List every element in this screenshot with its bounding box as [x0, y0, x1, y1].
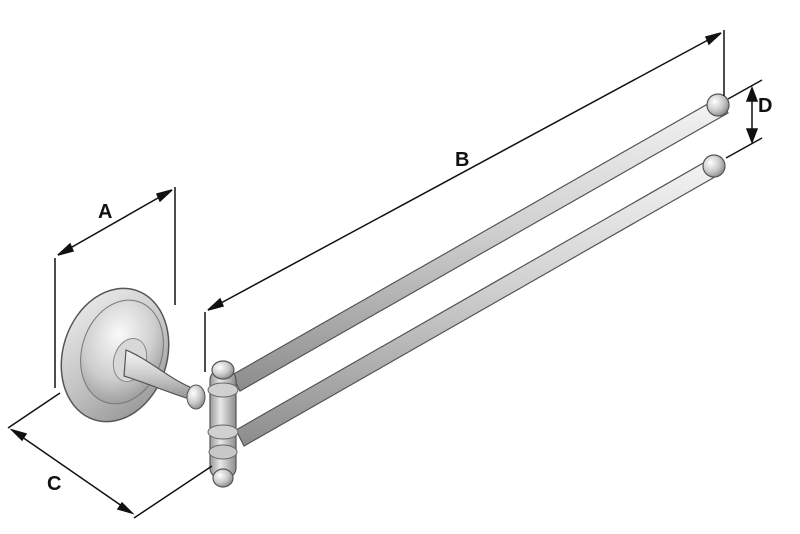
dimension-c-line [11, 429, 133, 514]
dimension-a [54, 187, 176, 388]
dimension-a-arrow-left [57, 242, 75, 256]
dimension-b [204, 30, 725, 372]
label-c: C [47, 473, 61, 495]
support-arm [123, 349, 206, 410]
dimension-b-arrow-right [704, 32, 722, 46]
swivel-hinge [207, 360, 239, 488]
dimension-c-arrow-left [9, 428, 28, 442]
dimension-c-extension-left [7, 392, 61, 429]
dimension-d-arrow-top [745, 85, 759, 102]
dimension-a-arrow-right [155, 189, 173, 203]
dimension-d-extension-bottom [725, 137, 763, 159]
label-a: A [98, 201, 112, 223]
dimension-c [7, 392, 213, 519]
label-d: D [758, 95, 772, 117]
lower-bar [235, 154, 726, 447]
dimension-a-line [57, 189, 173, 256]
dimension-c-extension-right [133, 465, 213, 519]
dimension-d-arrow-bottom [745, 128, 759, 145]
dimension-c-arrow-right [116, 501, 135, 515]
dimension-b-arrow-left [207, 297, 225, 311]
wall-rose [60, 287, 170, 423]
upper-bar [231, 93, 730, 392]
dimension-d-extension-top [727, 79, 763, 100]
dimension-d [725, 79, 763, 159]
label-b: B [455, 149, 469, 171]
dimension-b-line [207, 32, 722, 311]
